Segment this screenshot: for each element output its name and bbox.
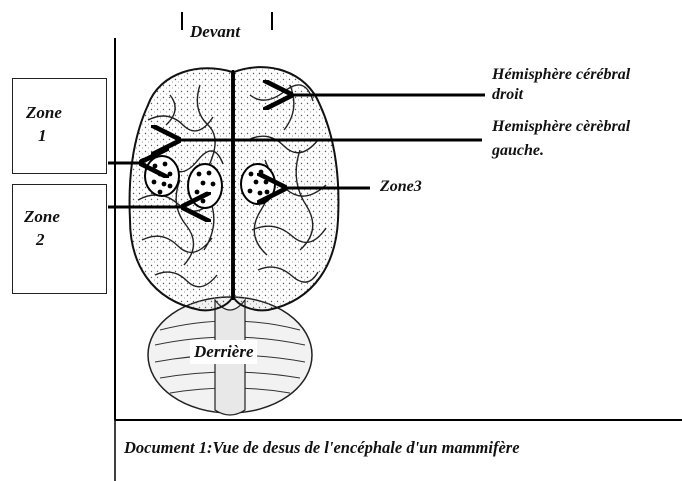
zone1-label-line1: Zone — [26, 102, 62, 125]
zone1-marker — [145, 156, 179, 196]
zone2-label: Zone 2 — [24, 206, 60, 252]
zone3-marker — [241, 164, 275, 204]
zone1-label-line2: 1 — [26, 125, 62, 148]
left-hemisphere-label-line2: gauche. — [492, 142, 544, 160]
right-hemisphere-label-line1: Hémisphère cérébral — [492, 66, 630, 84]
zone2-label-line1: Zone — [24, 206, 60, 229]
left-hemisphere-label-line1: Hemisphère cèrèbral — [492, 118, 630, 136]
document-caption: Document 1:Vue de desus de l'encéphale d… — [124, 438, 520, 458]
zone2-label-line2: 2 — [24, 229, 60, 252]
back-label: Derrière — [190, 340, 257, 364]
zone3-label: Zone3 — [380, 178, 422, 196]
zone1-label: Zone 1 — [26, 102, 62, 148]
right-hemisphere-label-line2: droit — [492, 86, 523, 104]
front-label: Devant — [190, 22, 240, 42]
zone2-marker — [188, 164, 222, 208]
